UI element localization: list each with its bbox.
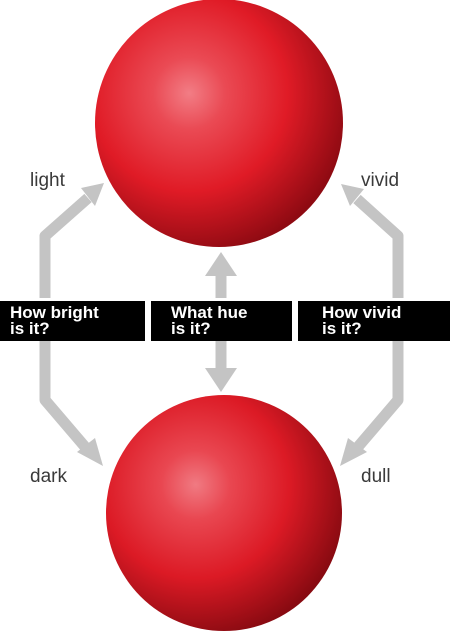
label-light: light (30, 170, 65, 191)
question-vividness: How vivid is it? (298, 301, 450, 341)
top-sphere (95, 0, 343, 247)
vividness-arrow (340, 184, 404, 466)
question-brightness: How bright is it? (0, 301, 145, 341)
label-dull: dull (361, 466, 391, 487)
bottom-sphere (106, 395, 342, 631)
label-dark: dark (30, 466, 67, 487)
question-hue: What hue is it? (151, 301, 292, 341)
brightness-arrow (39, 183, 104, 466)
hue-arrow (205, 252, 237, 392)
label-vivid: vivid (361, 170, 400, 191)
